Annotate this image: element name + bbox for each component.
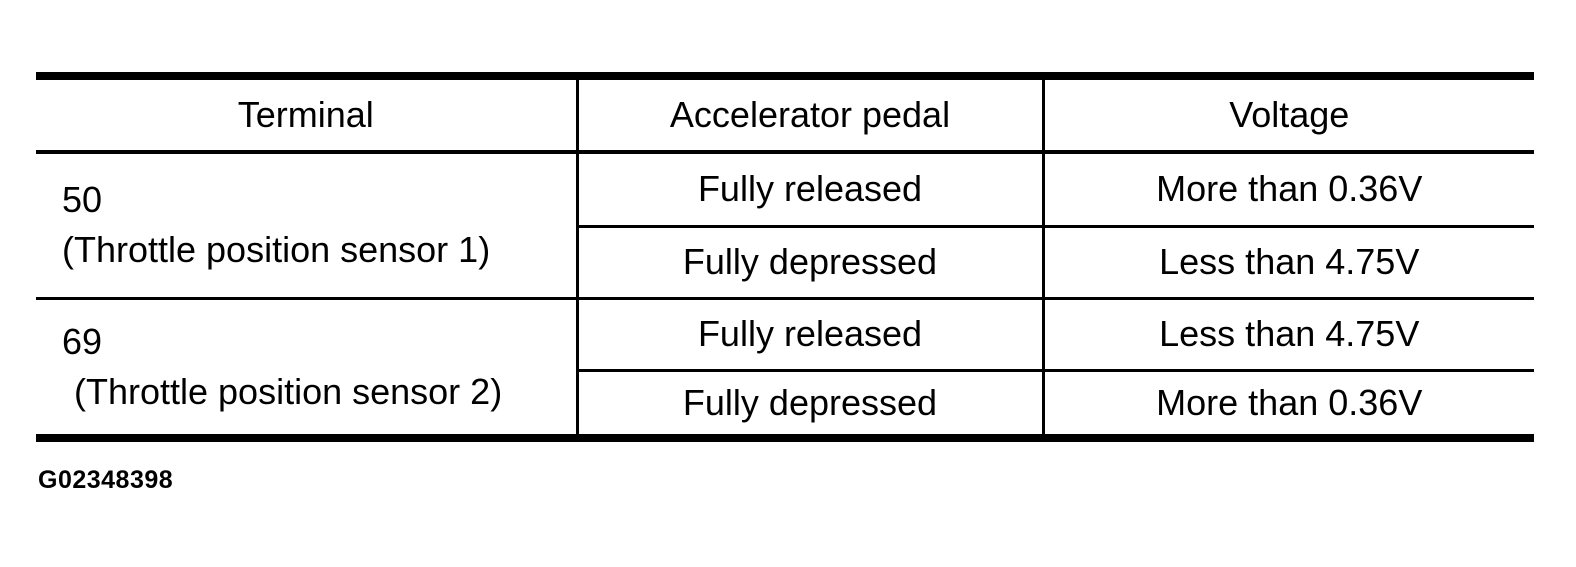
table-row-sensor1-released: 50 (Throttle position sensor 1) Fully re… [36,152,1534,300]
header-row: Terminal Accelerator pedal Voltage [36,76,1534,154]
table-row-sensor1-depressed: Fully depressed Less than 4.75V [36,226,1534,300]
terminal-number: 50 [62,179,103,221]
header-terminal: Terminal [36,76,577,154]
table-row-sensor2-depressed: Fully depressed More than 0.36V [36,370,1534,438]
voltage-cell: More than 0.36V [1041,370,1534,438]
pedal-cell: Fully released [575,298,1043,372]
table-row-sensor2-released: 69 (Throttle position sensor 2) Fully re… [36,298,1534,438]
header-voltage: Voltage [1041,76,1534,154]
voltage-spec-table: Terminal Accelerator pedal Voltage 50 (T… [36,72,1534,442]
terminal-cell-50: 50 (Throttle position sensor 1) [36,152,577,300]
voltage-cell: Less than 4.75V [1041,226,1534,300]
pedal-cell: Fully released [575,152,1043,228]
figure-id: G02348398 [38,466,174,494]
terminal-sensor-label: (Throttle position sensor 1) [62,229,491,271]
terminal-cell-69: 69 (Throttle position sensor 2) [36,298,577,438]
voltage-cell: More than 0.36V [1041,152,1534,228]
terminal-sensor-label: (Throttle position sensor 2) [74,370,503,412]
pedal-cell: Fully depressed [575,226,1043,300]
pedal-cell: Fully depressed [575,370,1043,438]
terminal-number: 69 [62,320,103,362]
header-accelerator-pedal: Accelerator pedal [575,76,1043,154]
voltage-cell: Less than 4.75V [1041,298,1534,372]
